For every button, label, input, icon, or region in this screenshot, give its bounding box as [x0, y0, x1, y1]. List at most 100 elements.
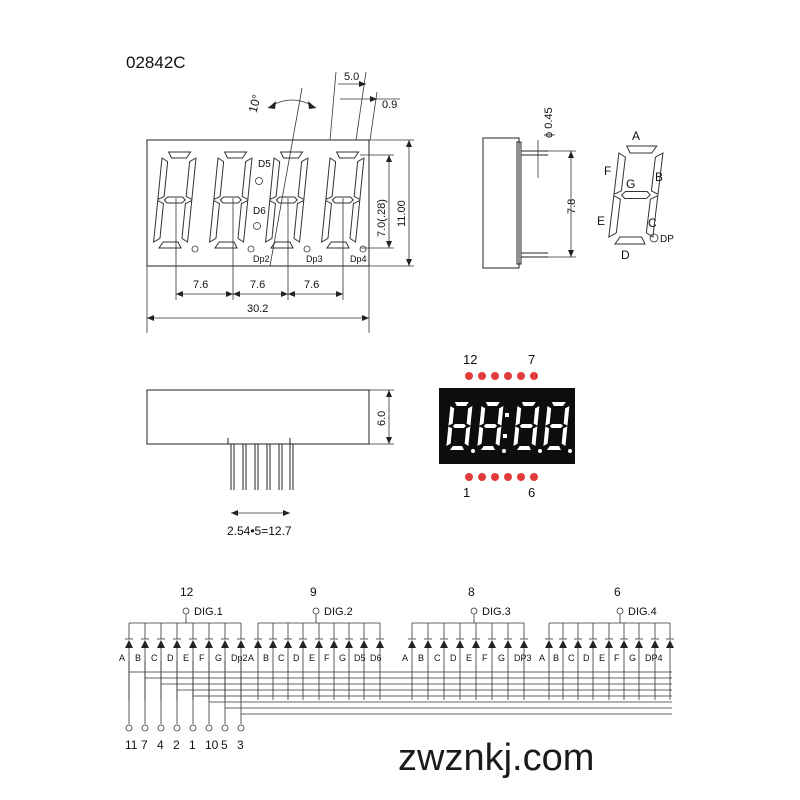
photo-digit-2-seg-c [495, 426, 502, 446]
digit-2-seg-6-label: G [339, 653, 346, 663]
digit-3-seg-4-label: E [466, 653, 472, 663]
dim-0-9-arrow-left [370, 96, 377, 102]
pitch-arrow-1a [176, 291, 183, 297]
digit-1-seg-2-diode [157, 640, 165, 648]
top-digit-1-seg-e [153, 199, 164, 243]
digit-1-seg-2-label: C [151, 653, 158, 663]
photo-colon-top [505, 413, 509, 417]
pin-pitch-arrow-right [283, 510, 290, 516]
digit-4-seg-0-label: A [539, 653, 545, 663]
dp4-label: Dp4 [350, 254, 367, 264]
dim-5-0-arrow-right [359, 81, 366, 87]
pitch-arrow-1b [226, 291, 233, 297]
segment-label-g: G [626, 177, 635, 191]
digit-4-seg-7-label: DP4 [645, 653, 663, 663]
photo-digit-1-seg-a [454, 402, 469, 406]
diagram-digit-seg-f [613, 152, 626, 196]
digit-1-seg-5-diode [205, 640, 213, 648]
photo-pad-top-6 [530, 372, 538, 380]
bottom-pin-terminal-8 [237, 724, 245, 732]
photo-colon-bottom [503, 434, 507, 438]
photo-digit-3-seg-b [533, 406, 540, 426]
photo-pad-top-4 [504, 372, 512, 380]
top-digit-4-seg-f [325, 157, 337, 201]
digit-3-common-terminal [470, 607, 478, 615]
top-digit-1-seg-f [157, 157, 169, 201]
dim-11-arrow-bottom [406, 259, 412, 266]
bottom-pin-number-4: 2 [173, 738, 180, 752]
photo-pad-top-3 [491, 372, 499, 380]
top-digit-2-dp [247, 245, 255, 253]
photo-pin-6: 6 [528, 485, 535, 500]
bottom-view-pins [230, 444, 294, 490]
segment-diagram: A B C D E F G DP [597, 129, 674, 262]
pin-pitch-label: 2.54•5=12.7 [227, 524, 292, 538]
top-digit-4-dp [359, 245, 367, 253]
digit-3-seg-7-diode [520, 640, 528, 648]
tilt-arc-arrow-left [268, 101, 276, 109]
photo-digit-2-seg-a [485, 402, 500, 406]
photo-digit-4-seg-d [547, 446, 561, 450]
photo-digit-3-seg-e [513, 426, 520, 446]
photo-digit-3-seg-a [521, 402, 536, 406]
digit-1-seg-7-label: Dp2 [231, 653, 248, 663]
top-digit-2-seg-b [241, 157, 253, 201]
top-digit-3-seg-b [297, 157, 309, 201]
top-view-digits [153, 151, 367, 253]
pitch-arrow-3b [336, 291, 343, 297]
photo-digit-4-seg-b [563, 406, 570, 426]
photo-digit-4-dp [568, 449, 572, 453]
top-digit-4-seg-b [353, 157, 365, 201]
diagram-digit-seg-b [650, 152, 664, 196]
photo-digit-4-seg-g [549, 424, 563, 428]
photo-digit-1-seg-f [448, 406, 455, 426]
photo-digit-2-seg-e [477, 426, 484, 446]
height-label: 7.8 [566, 199, 578, 214]
digit-2-seg-3-label: D [293, 653, 300, 663]
digit-2-seg-0-label: A [248, 653, 254, 663]
pitch-3-label: 7.6 [304, 279, 319, 291]
pitch-2-label: 7.6 [250, 279, 265, 291]
photo-pin-1: 1 [463, 485, 470, 500]
digit-2-seg-8-diode [376, 640, 384, 648]
photo-pin-12: 12 [463, 352, 477, 367]
top-digit-1-seg-a [167, 151, 192, 159]
digit-3-seg-3-label: D [450, 653, 457, 663]
digit-1-common-terminal [182, 607, 190, 615]
bottom-pin-number-5: 1 [189, 738, 196, 752]
thickness-arrow-top [386, 390, 392, 397]
digit-2-seg-5-label: F [324, 653, 330, 663]
top-digit-1-seg-c [181, 199, 193, 243]
top-view: D5 D6 Dp2 Dp3 Dp4 10° 5.0 0.9 7.0(.28) [146, 71, 414, 333]
digit-1-seg-0-diode [125, 640, 133, 648]
top-digit-4-seg-e [321, 199, 332, 243]
top-digit-3-seg-g [275, 196, 298, 204]
bottom-pin-number-3: 4 [157, 738, 164, 752]
digit-2-seg-5-diode [330, 640, 338, 648]
digit-1-seg-6-diode [221, 640, 229, 648]
segment-label-dp: DP [660, 234, 674, 245]
top-digit-4-seg-d [326, 241, 350, 249]
segment-label-c: C [648, 216, 657, 230]
segment-label-f: F [604, 164, 611, 178]
photo-digit-2-seg-g [483, 424, 497, 428]
dp2-label: Dp2 [253, 254, 270, 264]
digit-1-seg-0-label: A [119, 653, 125, 663]
top-view-body [146, 139, 370, 267]
digit-1-seg-5-label: F [199, 653, 205, 663]
bottom-pin-terminal-2 [141, 724, 149, 732]
colon-dot-lower [253, 222, 261, 230]
photo-digit-1-seg-b [466, 406, 473, 426]
digit-3-seg-0-diode [408, 640, 416, 648]
top-digit-1-seg-b [185, 157, 197, 201]
photo-pad-bottom-1 [465, 473, 473, 481]
digit-2-seg-3-diode [299, 640, 307, 648]
dim-7-0-arrow-top [386, 155, 392, 162]
colon-dot-upper [255, 177, 263, 185]
digit-4-seg-1-label: B [553, 653, 559, 663]
photo-pad-top-2 [478, 372, 486, 380]
photo-digit-3-seg-d [517, 446, 531, 450]
dim-11-label: 11.00 [396, 200, 408, 227]
